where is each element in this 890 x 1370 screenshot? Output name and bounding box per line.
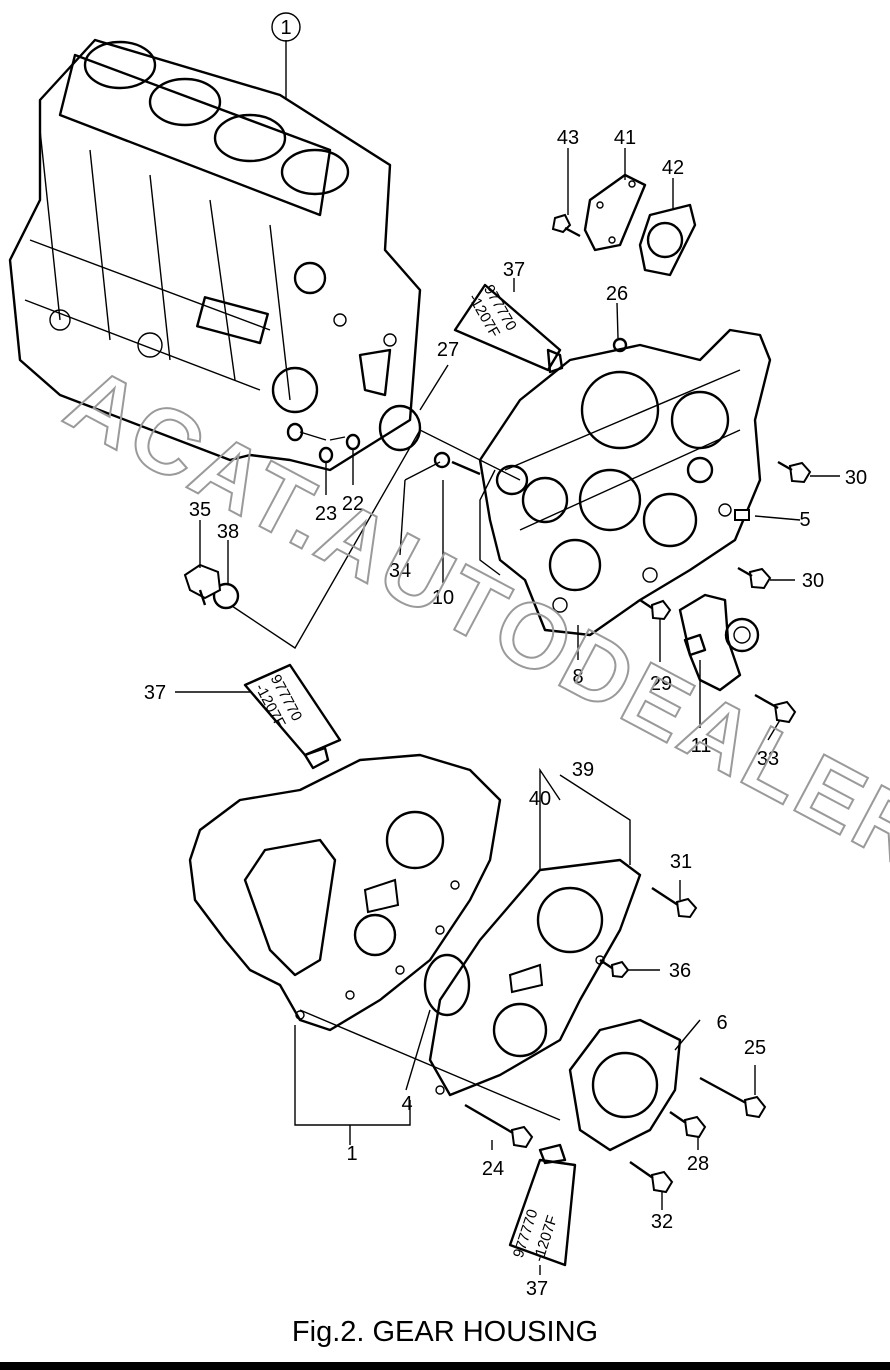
- part-label-1-circled: 1: [280, 17, 291, 39]
- part-label-26: 26: [606, 283, 628, 305]
- part-label-22: 22: [342, 493, 364, 515]
- part-label-30-upper: 30: [845, 467, 867, 489]
- part-label-35: 35: [189, 499, 211, 521]
- part-label-4: 4: [401, 1093, 412, 1115]
- o-ring-23: [318, 446, 334, 464]
- part-label-40: 40: [529, 788, 551, 810]
- o-ring-38: [212, 582, 240, 610]
- o-ring-22: [345, 433, 361, 451]
- part-label-38: 38: [217, 521, 239, 543]
- part-label-43: 43: [557, 127, 579, 149]
- oil-seal: [495, 464, 529, 496]
- part-labels: 1 43 41 42 37 26 27 23 22 35 38 34 10 30…: [144, 12, 867, 1300]
- part-label-41: 41: [614, 127, 636, 149]
- part-label-1: 1: [346, 1143, 357, 1165]
- part-label-32: 32: [651, 1211, 673, 1233]
- bolt-33: [754, 693, 797, 724]
- part-label-30-lower: 30: [802, 570, 824, 592]
- part-label-34: 34: [389, 560, 411, 582]
- part-label-37-middle: 37: [144, 682, 166, 704]
- o-ring-26: [612, 337, 628, 353]
- part-label-28: 28: [687, 1153, 709, 1175]
- part-label-11: 11: [691, 735, 712, 757]
- dowel-pin-5: [734, 509, 750, 521]
- bolt-28: [669, 1111, 707, 1139]
- figure-caption: Fig.2. GEAR HOUSING: [291, 1316, 599, 1348]
- bolt-24: [464, 1103, 534, 1149]
- part-label-10: 10: [432, 587, 454, 609]
- cylinder-block: [8, 38, 422, 472]
- bolt-32: [629, 1161, 674, 1194]
- part-label-42: 42: [662, 157, 684, 179]
- part-label-37-top: 37: [503, 259, 525, 281]
- sealant-tube-middle: 977770 -1207F: [243, 663, 342, 770]
- part-label-36: 36: [669, 960, 691, 982]
- bolt-30-lower: [737, 566, 772, 590]
- part-label-23: 23: [315, 503, 337, 525]
- sealant-tube-top: 977770 -1207F: [453, 282, 564, 374]
- bolt-31: [651, 886, 698, 919]
- part-label-24: 24: [482, 1158, 504, 1180]
- part-label-29: 29: [650, 673, 672, 695]
- gasket-edge: [479, 469, 501, 576]
- part-label-37-bottom: 37: [526, 1278, 548, 1300]
- bolt-25: [699, 1076, 767, 1119]
- bolt-29: [639, 599, 672, 621]
- nut-34: [433, 451, 451, 469]
- part-label-33: 33: [757, 748, 779, 770]
- watermark: ACAT.AUTODEALER.RU: [51, 348, 890, 969]
- gear-case: [478, 328, 772, 637]
- plug-ring: [286, 422, 304, 442]
- o-ring-27: [378, 404, 422, 452]
- gear-housing-cover: [188, 753, 502, 1032]
- cover-gasket: [638, 203, 697, 277]
- part-label-39: 39: [572, 759, 594, 781]
- bottom-rule: [0, 1362, 890, 1370]
- cover-plate-40: [428, 858, 642, 1097]
- seal-housing-6: [568, 1018, 682, 1152]
- leader-lines: [175, 40, 840, 1275]
- bolt-43: [551, 213, 581, 238]
- part-label-27: 27: [437, 339, 459, 361]
- part-label-8: 8: [572, 666, 583, 688]
- stud-10: [451, 460, 481, 476]
- sealant-tube-bottom: 977770 -1207F: [508, 1143, 577, 1267]
- bolt-30-upper: [777, 460, 812, 484]
- part-label-31: 31: [670, 851, 692, 873]
- callout-circle: [271, 12, 301, 42]
- part-label-5: 5: [799, 509, 810, 531]
- oil-pump: [678, 593, 760, 692]
- bolt-36: [599, 959, 630, 979]
- part-label-25: 25: [744, 1037, 766, 1059]
- oil-seal-4: [423, 953, 471, 1017]
- part-label-6: 6: [716, 1012, 727, 1034]
- cover-plate: [583, 173, 647, 252]
